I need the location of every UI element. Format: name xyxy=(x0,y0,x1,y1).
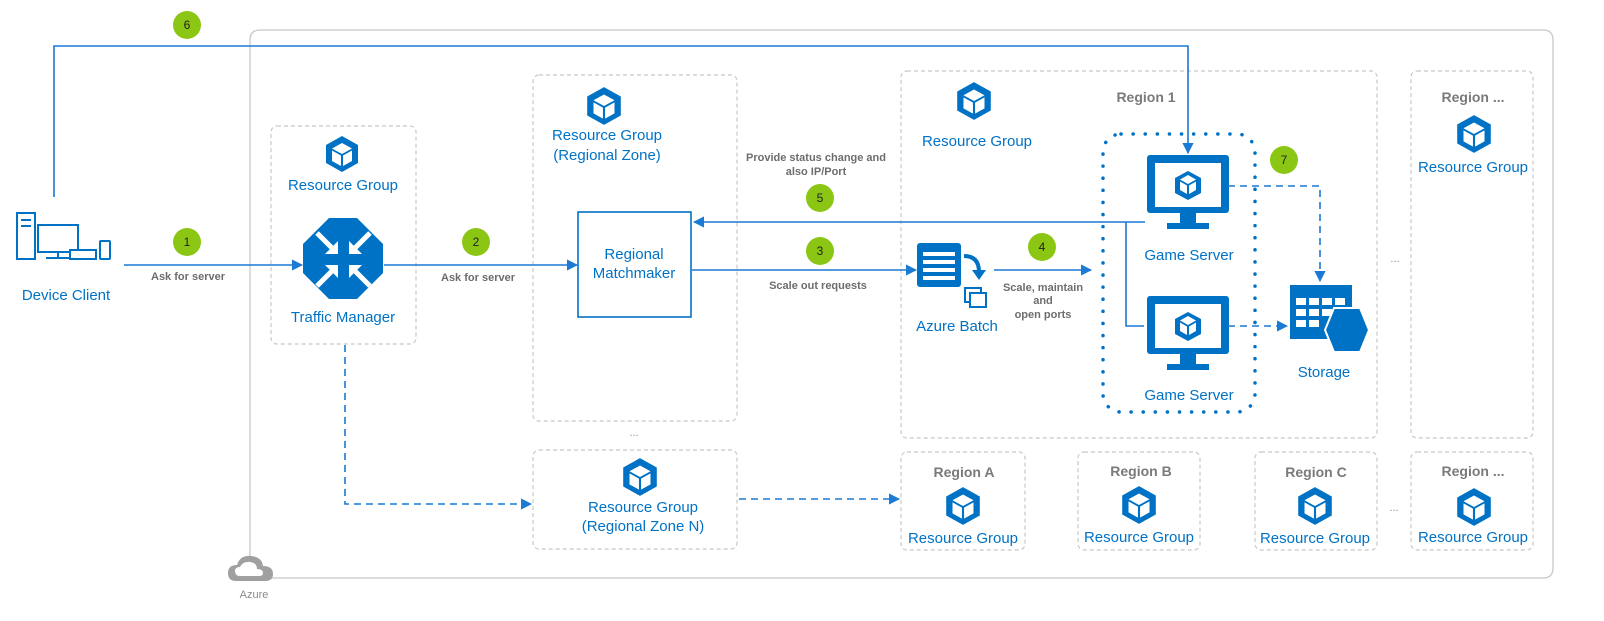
step2-label: Ask for server xyxy=(441,272,516,284)
traffic-manager-group-box xyxy=(270,125,417,345)
step2-badge: 2 xyxy=(462,228,490,256)
game-server-1-label: Game Server xyxy=(1144,247,1233,264)
region1-group-label: Resource Group xyxy=(922,133,1032,150)
resource-group-icon xyxy=(1298,487,1332,525)
region-a-title: Region A xyxy=(934,464,995,480)
region-c-box xyxy=(1254,451,1378,551)
regional-zone-label-line1: Resource Group xyxy=(552,127,662,144)
resource-group-icon xyxy=(1122,486,1156,524)
step5-badge: 5 xyxy=(806,184,834,212)
svg-text:2: 2 xyxy=(473,235,480,249)
regional-zone-n-line2: (Regional Zone N) xyxy=(582,518,705,535)
svg-text:7: 7 xyxy=(1281,153,1288,167)
game-server-icon xyxy=(1147,155,1229,229)
region-bottom-right-box xyxy=(1410,451,1534,551)
step3-label: Scale out requests xyxy=(769,280,867,292)
region-top-right-group-label: Resource Group xyxy=(1418,159,1528,176)
region-bottom-right-title: Region ... xyxy=(1442,463,1505,479)
azure-label: Azure xyxy=(240,589,269,601)
resource-group-icon xyxy=(1457,115,1491,153)
step4-label-line3: open ports xyxy=(1015,309,1072,321)
region-a-box xyxy=(900,451,1026,551)
azure-boundary xyxy=(249,29,1554,579)
step3-badge: 3 xyxy=(806,237,834,265)
azure-batch-label: Azure Batch xyxy=(916,318,998,335)
device-client-label: Device Client xyxy=(22,287,111,304)
storage-label: Storage xyxy=(1298,364,1351,381)
region-c-group-label: Resource Group xyxy=(1260,530,1370,547)
traffic-manager-icon xyxy=(303,218,383,299)
region1-box xyxy=(900,70,1378,439)
regional-zone-ellipsis: ... xyxy=(629,427,638,439)
region-a-group-label: Resource Group xyxy=(908,530,1018,547)
svg-text:1: 1 xyxy=(184,235,191,249)
device-client-icon xyxy=(16,212,111,260)
step4-label-line1: Scale, maintain xyxy=(1003,282,1083,294)
matchmaker-label-line2: Matchmaker xyxy=(593,265,676,282)
regional-zone-n-box xyxy=(532,449,738,550)
svg-text:5: 5 xyxy=(817,191,824,205)
region-b-group-label: Resource Group xyxy=(1084,529,1194,546)
step4-badge: 4 xyxy=(1028,233,1056,261)
region-middle-ellipsis: ... xyxy=(1390,253,1399,265)
region-top-right-box xyxy=(1410,70,1534,439)
resource-group-icon xyxy=(623,458,657,496)
svg-text:6: 6 xyxy=(184,18,191,32)
step7-badge: 7 xyxy=(1270,146,1298,174)
regional-zone-label-line2: (Regional Zone) xyxy=(553,147,661,164)
storage-link-1 xyxy=(1228,185,1326,283)
game-server-link xyxy=(1125,222,1144,327)
step6-badge: 6 xyxy=(173,11,201,39)
step6-arrow xyxy=(53,45,1194,197)
region-top-right-title: Region ... xyxy=(1442,89,1505,105)
region-b-box xyxy=(1077,451,1201,551)
resource-group-icon xyxy=(957,82,991,120)
step4-label-line2: and xyxy=(1033,295,1053,307)
region-c-title: Region C xyxy=(1285,464,1346,480)
svg-text:3: 3 xyxy=(817,244,824,258)
azure-batch-icon xyxy=(917,243,987,308)
resource-group-icon xyxy=(587,87,621,125)
region1-title: Region 1 xyxy=(1116,89,1175,105)
matchmaker-label-line1: Regional xyxy=(604,246,663,263)
azure-cloud-icon xyxy=(228,555,273,581)
traffic-to-zone-n-arrow xyxy=(344,345,533,510)
regional-zone-group-box xyxy=(532,74,738,422)
game-server-icon xyxy=(1147,296,1229,370)
storage-icon xyxy=(1290,285,1371,353)
regional-zone-n-line1: Resource Group xyxy=(588,499,698,516)
resource-group-icon xyxy=(1457,488,1491,526)
region-bottom-right-group-label: Resource Group xyxy=(1418,529,1528,546)
region-b-title: Region B xyxy=(1110,463,1171,479)
resource-group-icon xyxy=(946,487,980,525)
resource-group-icon xyxy=(326,136,358,172)
regional-matchmaker-box xyxy=(577,211,692,318)
bottom-ellipsis: ... xyxy=(1389,502,1398,514)
game-server-2-label: Game Server xyxy=(1144,387,1233,404)
traffic-manager-group-label: Resource Group xyxy=(288,177,398,194)
traffic-manager-label: Traffic Manager xyxy=(291,309,395,326)
step1-badge: 1 xyxy=(173,228,201,256)
scale-set-boundary xyxy=(1101,132,1257,414)
svg-text:4: 4 xyxy=(1039,240,1046,254)
step5-label-line2: also IP/Port xyxy=(786,166,847,178)
step5-label-line1: Provide status change and xyxy=(746,152,886,164)
step1-label: Ask for server xyxy=(151,271,226,283)
